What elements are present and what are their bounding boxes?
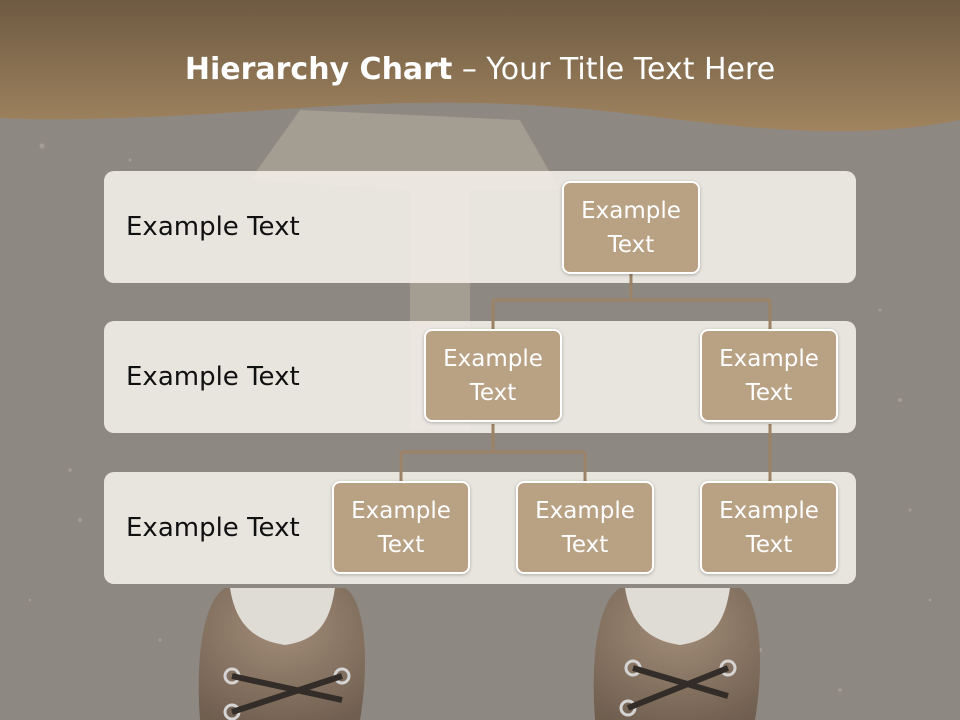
slide-title: Hierarchy Chart – Your Title Text Here bbox=[0, 52, 960, 87]
node-root-label: Example Text bbox=[581, 197, 681, 258]
title-bold: Hierarchy Chart bbox=[184, 52, 453, 87]
node-level2-right[interactable]: Example Text bbox=[700, 329, 838, 422]
node-level3-b-label: Example Text bbox=[535, 497, 635, 558]
node-level3-a[interactable]: Example Text bbox=[332, 481, 470, 574]
title-rest: – Your Title Text Here bbox=[452, 52, 776, 87]
row-label-3: Example Text bbox=[126, 513, 300, 543]
node-root[interactable]: Example Text bbox=[562, 181, 700, 274]
row-label-2: Example Text bbox=[126, 362, 300, 392]
node-level3-b[interactable]: Example Text bbox=[516, 481, 654, 574]
level-row-1 bbox=[104, 171, 856, 283]
title-banner bbox=[0, 0, 960, 132]
node-level3-a-label: Example Text bbox=[351, 497, 451, 558]
node-level2-left-label: Example Text bbox=[443, 345, 543, 406]
right-shoe bbox=[593, 588, 760, 720]
row-label-1: Example Text bbox=[126, 212, 300, 242]
node-level2-left[interactable]: Example Text bbox=[424, 329, 562, 422]
node-level3-c-label: Example Text bbox=[719, 497, 819, 558]
node-level3-c[interactable]: Example Text bbox=[700, 481, 838, 574]
node-level2-right-label: Example Text bbox=[719, 345, 819, 406]
left-shoe bbox=[198, 588, 365, 720]
